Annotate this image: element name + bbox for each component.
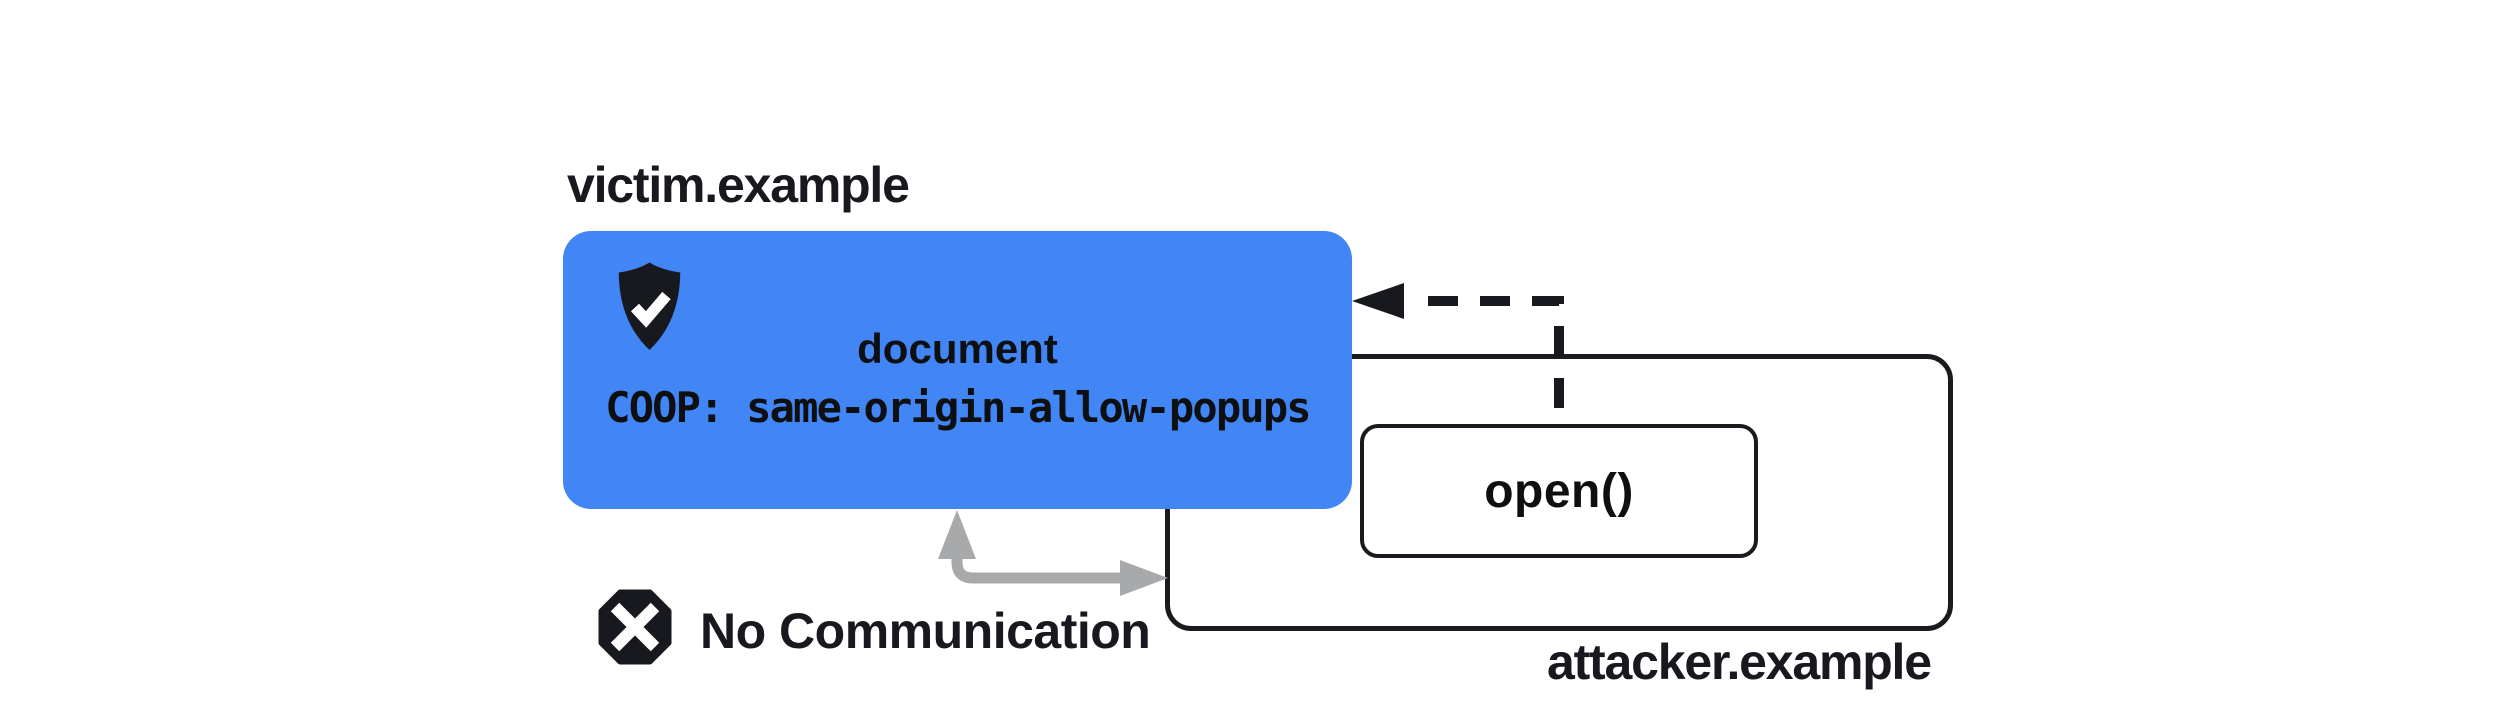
gray-arrowhead-up	[938, 510, 976, 559]
shield-check-icon	[618, 262, 681, 350]
gray-arrow-line	[951, 553, 1122, 584]
open-call-text: open()	[1484, 464, 1634, 518]
blocked-x-icon	[598, 589, 672, 665]
attacker-domain-label: attacker.example	[1547, 634, 1932, 690]
victim-card-text: document COOP: same-origin-allow-popups	[563, 319, 1352, 437]
x-mark	[610, 602, 660, 652]
dashed-arrowhead-left	[1352, 283, 1404, 319]
open-call-box: open()	[1360, 424, 1758, 558]
victim-document-card: document COOP: same-origin-allow-popups	[563, 231, 1352, 509]
coop-header-text: COOP: same-origin-allow-popups	[605, 383, 1311, 432]
victim-domain-label: victim.example	[567, 157, 910, 213]
gray-arrowhead-right	[1120, 560, 1168, 596]
shield-shape	[618, 262, 681, 350]
dashed-opener-arrow	[1352, 283, 1564, 424]
check-mark	[630, 291, 671, 328]
no-communication-label: No Communication	[700, 603, 1151, 659]
document-text: document	[857, 325, 1058, 372]
gray-two-way-arrow	[938, 510, 1168, 596]
dashed-arrow-line	[1428, 296, 1564, 424]
